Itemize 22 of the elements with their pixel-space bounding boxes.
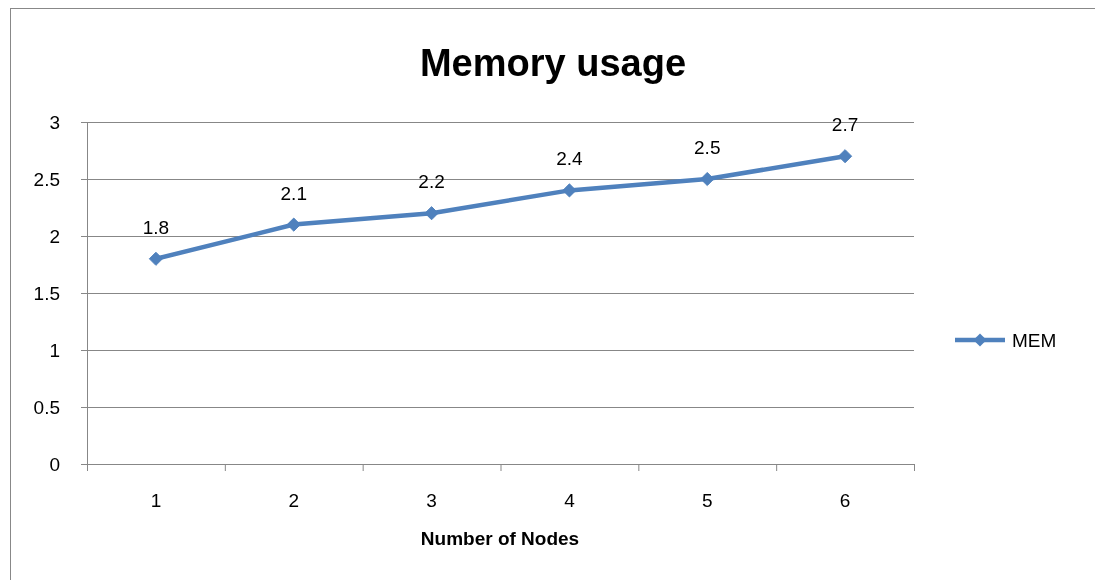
x-tick-label: 5 bbox=[701, 490, 713, 511]
data-label: 2.7 bbox=[831, 114, 859, 136]
legend-label: MEM bbox=[1012, 330, 1057, 351]
data-label: 1.8 bbox=[142, 216, 170, 238]
data-label: 2.5 bbox=[694, 137, 721, 158]
data-label: 2.2 bbox=[418, 171, 445, 193]
x-tick-label: 1 bbox=[150, 490, 162, 511]
y-tick-label: 2 bbox=[49, 226, 60, 247]
chart-title: Memory usage bbox=[419, 42, 687, 84]
y-tick-label: 2.5 bbox=[33, 169, 60, 190]
x-tick-label: 3 bbox=[426, 490, 437, 511]
data-label: 2.1 bbox=[280, 182, 307, 204]
y-tick-label: 3 bbox=[49, 112, 60, 133]
x-tick-label: 2 bbox=[288, 490, 300, 511]
x-tick-label: 4 bbox=[564, 490, 575, 511]
y-tick-label: 0 bbox=[49, 454, 60, 475]
x-axis-title: Number of Nodes bbox=[420, 528, 580, 549]
y-tick-label: 1.5 bbox=[33, 283, 60, 304]
x-tick-label: 6 bbox=[839, 490, 851, 511]
y-tick-label: 1 bbox=[49, 340, 60, 361]
y-tick-label: 0.5 bbox=[33, 397, 60, 418]
data-label: 2.4 bbox=[556, 148, 583, 170]
